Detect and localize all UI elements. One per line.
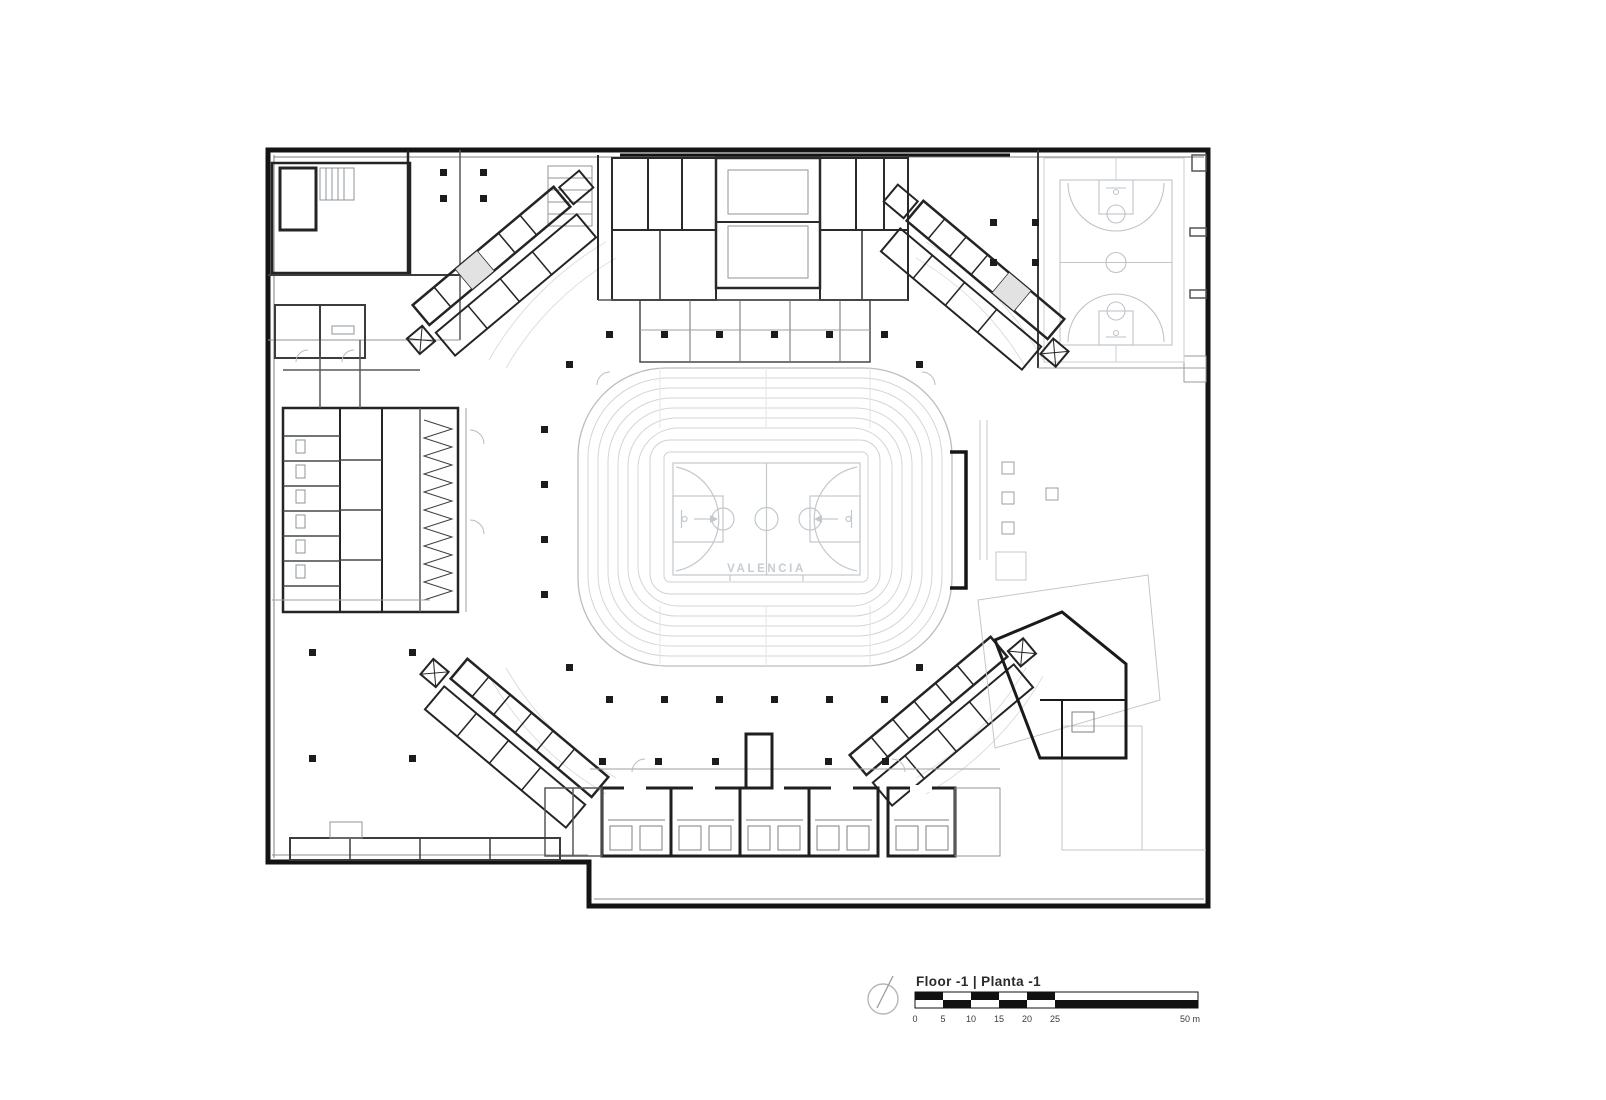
storage-rooms	[268, 150, 461, 359]
scale-tick-20: 20	[1022, 1014, 1032, 1024]
dressing-rooms-row	[544, 732, 1001, 858]
seating-rings	[577, 367, 953, 667]
scale-end-label: 50 m	[1180, 1014, 1200, 1024]
court-label: VALENCIA	[727, 563, 806, 575]
bowl-east-wall	[950, 450, 968, 590]
top-rooms-block	[547, 155, 909, 363]
right-terrace	[977, 420, 1206, 851]
bottom-left-rooms	[272, 599, 561, 861]
footer-annotations: Floor -1 | Planta -1 0 5 10 15 20 25 50 …	[867, 974, 1200, 1024]
scale-tick-25: 25	[1050, 1014, 1060, 1024]
sw-rooms-cluster	[419, 657, 611, 830]
se-corner-suite	[993, 610, 1128, 760]
north-arrow-icon	[867, 975, 899, 1015]
scale-tick-15: 15	[994, 1014, 1004, 1024]
door-arcs	[295, 349, 936, 773]
scale-tick-labels: 0 5 10 15 20 25 50 m	[912, 1014, 1200, 1024]
scale-bar: 0 5 10 15 20 25 50 m	[912, 991, 1200, 1024]
bleacher-storage-zigzag	[422, 419, 454, 601]
arena-bowl	[577, 367, 968, 667]
nw-rooms-cluster	[405, 169, 598, 358]
scale-tick-5: 5	[940, 1014, 945, 1024]
ne-rooms-cluster	[879, 183, 1070, 372]
locker-room-block	[281, 340, 467, 614]
scale-tick-10: 10	[966, 1014, 976, 1024]
scale-tick-0: 0	[912, 1014, 917, 1024]
main-court	[672, 462, 861, 581]
practice-court	[1037, 150, 1206, 369]
concourse-arcs	[488, 241, 1044, 795]
floor-title: Floor -1 | Planta -1	[916, 974, 1041, 989]
